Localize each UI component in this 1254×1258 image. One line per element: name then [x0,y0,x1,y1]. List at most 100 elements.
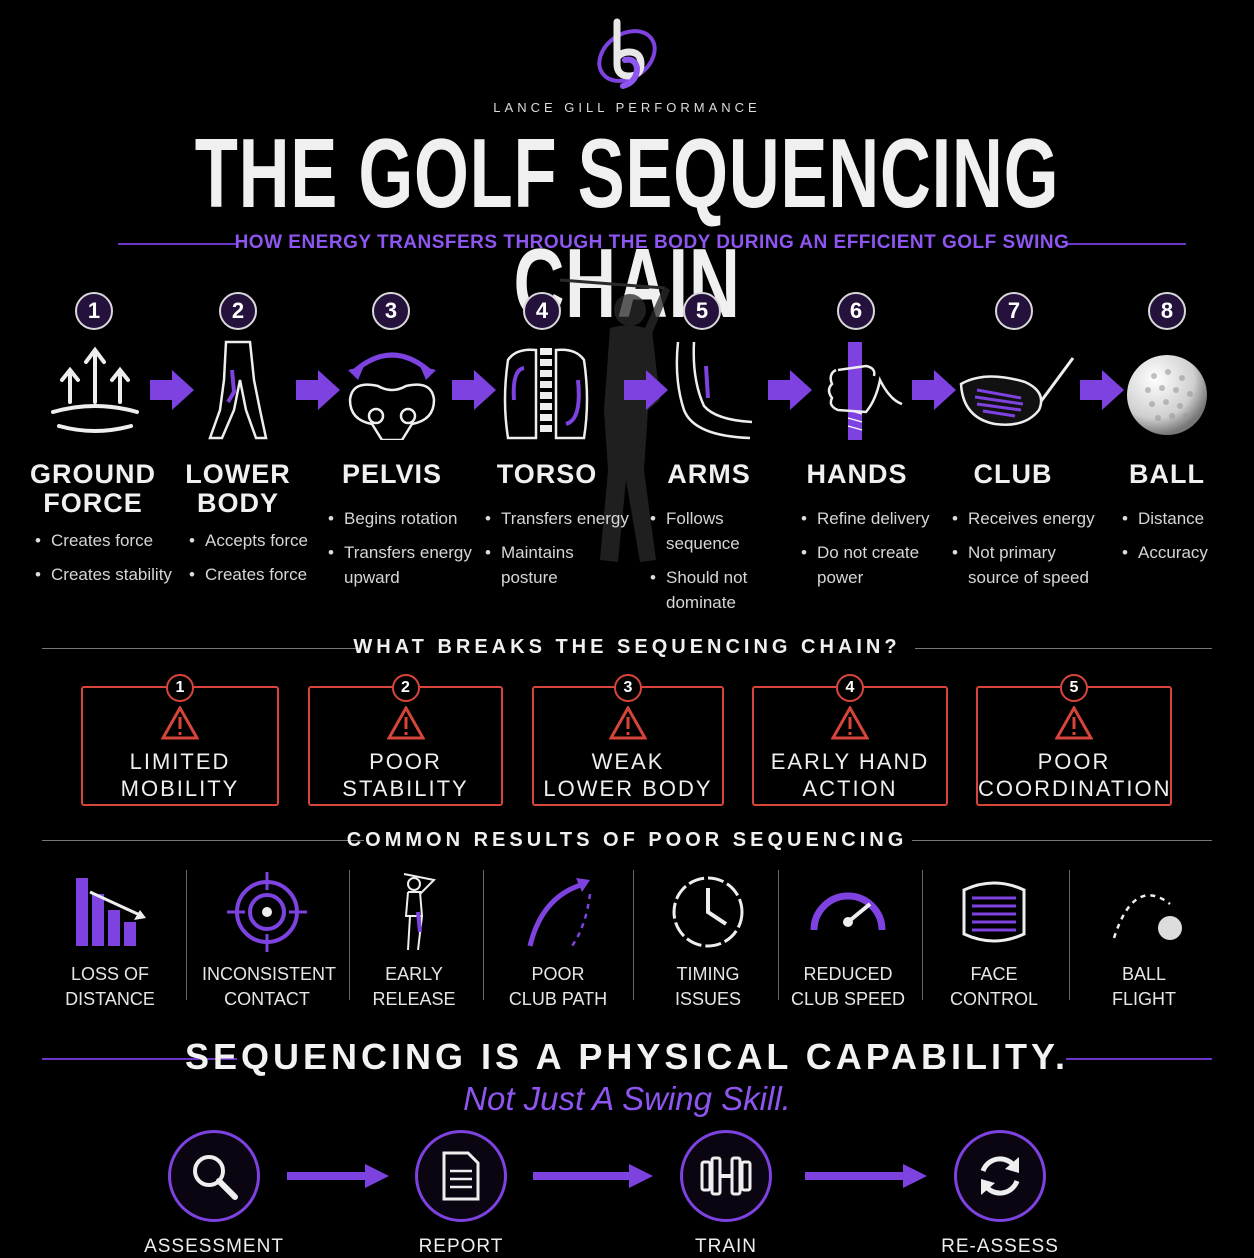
step-5-bullets: Follows sequence Should not dominate [648,506,798,624]
brand-name: LANCE GILL PERFORMANCE [493,100,761,115]
legs-icon [208,340,268,440]
golfer-icon [403,873,437,951]
divider [1066,1058,1212,1060]
separator [483,870,484,1000]
step-8-bullet: Distance [1120,506,1240,531]
break-number: 4 [836,674,864,702]
warning-icon [831,706,869,740]
warning-icon [386,706,425,740]
ball-flight-icon [1112,894,1182,940]
curved-path-arrow-icon [527,878,592,947]
process-assessment: ASSESSMENT [134,1130,294,1258]
step-7-bullet: Not primary source of speed [950,540,1110,590]
break-number: 2 [391,674,420,702]
step-2-bullet: Creates force [187,562,337,587]
target-icon [227,872,307,952]
step-4-bullets: Transfers energy Maintains posture [483,506,633,599]
tagline-sub: Not Just A Swing Skill. [463,1080,791,1117]
separator [778,870,779,1000]
subtitle-rule-right [1066,243,1186,245]
breaks-heading: WHAT BREAKS THE SEQUENCING CHAIN? [353,636,901,658]
separator [186,870,187,1000]
refresh-icon [980,1156,1020,1196]
break-number: 3 [614,674,642,702]
process-report: REPORT [381,1130,541,1258]
clock-icon [672,876,744,948]
step-4-bullet: Maintains posture [483,540,633,590]
results-heading: COMMON RESULTS OF POOR SEQUENCING [346,829,908,851]
step-8-number: 8 [1148,292,1186,330]
process-label: ASSESSMENT [144,1236,284,1257]
club-face-icon [962,881,1026,943]
divider [915,648,1212,649]
step-7-bullets: Receives energy Not primary source of sp… [950,506,1110,599]
process-train: TRAIN [646,1130,806,1258]
step-1-bullet: Creates force [33,528,183,553]
step-1-bullet: Creates stability [33,562,183,587]
step-3-bullet: Begins rotation [326,506,476,531]
subtitle-row: HOW ENERGY TRANSFERS THROUGH THE BODY DU… [118,232,1186,256]
spine-rotation-icon [503,348,589,440]
ground-force-arrows-icon [51,346,139,433]
document-icon [442,1151,480,1201]
step-2-bullet: Accepts force [187,528,337,553]
separator [922,870,923,1000]
declining-bars-icon [76,878,146,946]
process-label: RE-ASSESS [941,1236,1059,1257]
chain-arrow-4-icon [624,370,668,410]
step-5-bullet: Follows sequence [648,506,798,556]
pelvis-rotation-icon [348,352,436,440]
subtitle-rule-left [118,243,238,245]
divider [42,648,360,649]
process-label: TRAIN [695,1236,757,1257]
step-7-title: CLUB [973,459,1053,489]
subtitle: HOW ENERGY TRANSFERS THROUGH THE BODY DU… [234,232,1070,253]
step-6-number: 6 [837,292,875,330]
step-2-bullets: Accepts force Creates force [187,528,337,596]
step-8-bullets: Distance Accuracy [1120,506,1240,574]
speedometer-icon [810,892,886,931]
separator [1069,870,1070,1000]
chain-arrow-1-icon [150,370,194,410]
golf-ball-icon [1127,355,1207,435]
step-5-bullet: Should not dominate [648,565,798,615]
warning-icon [161,706,199,740]
separator [633,870,634,1000]
process-arrow-icon [287,1164,389,1188]
divider [42,840,364,841]
chain-arrow-2-icon [296,370,340,410]
step-6-bullet: Do not create power [799,540,949,590]
step-1-number: 1 [75,292,113,330]
process-arrow-icon [805,1164,927,1188]
break-number: 1 [166,674,194,702]
dumbbell-icon [700,1156,752,1196]
step-5-title: ARMS [667,459,751,489]
step-3-bullet: Transfers energy upward [326,540,476,590]
step-7-bullet: Receives energy [950,506,1110,531]
hand-grip-icon [827,342,903,440]
brand-logo-icon [597,18,657,89]
step-3-number: 3 [372,292,410,330]
process-label: REPORT [418,1236,504,1257]
